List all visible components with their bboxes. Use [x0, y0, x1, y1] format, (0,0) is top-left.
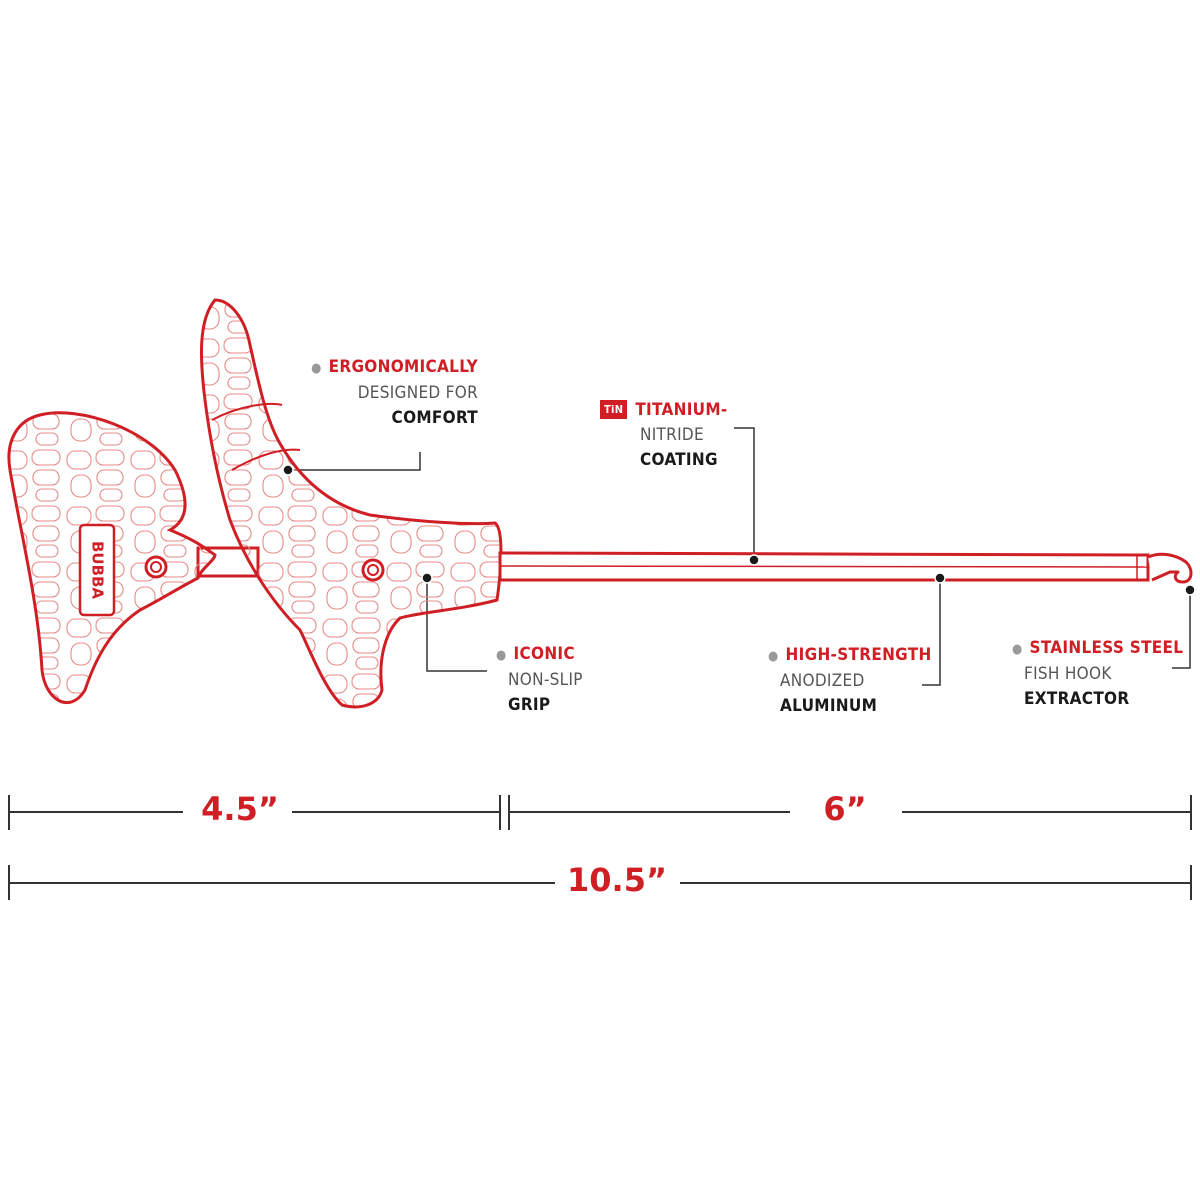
svg-text:BUBBA: BUBBA — [89, 541, 107, 599]
leader-titanium — [734, 427, 755, 560]
hook-extractor-tip — [1147, 552, 1193, 584]
dimension-shaft-label: 6” — [823, 790, 867, 828]
pointer-dots — [282, 464, 1196, 596]
callout-grip: ●ICONIC NON-SLIP GRIP — [496, 644, 583, 715]
aluminum-shaft — [498, 551, 1193, 584]
callout-aluminum: ●HIGH-STRENGTH ANODIZED ALUMINUM — [768, 645, 932, 716]
leader-ergonomic — [288, 452, 421, 471]
leader-extractor — [1172, 590, 1191, 669]
tin-badge: TiN — [600, 400, 628, 419]
dimension-lines — [8, 795, 1192, 900]
callout-ergonomic: ●ERGONOMICALLY DESIGNED FOR COMFORT — [311, 357, 478, 428]
bubba-logo: BUBBA — [78, 523, 116, 617]
callout-extractor: ●STAINLESS STEEL FISH HOOK EXTRACTOR — [1012, 638, 1184, 709]
dimension-handle-label: 4.5” — [201, 790, 279, 828]
leader-aluminum — [922, 578, 941, 686]
dimension-total-label: 10.5” — [567, 861, 667, 899]
